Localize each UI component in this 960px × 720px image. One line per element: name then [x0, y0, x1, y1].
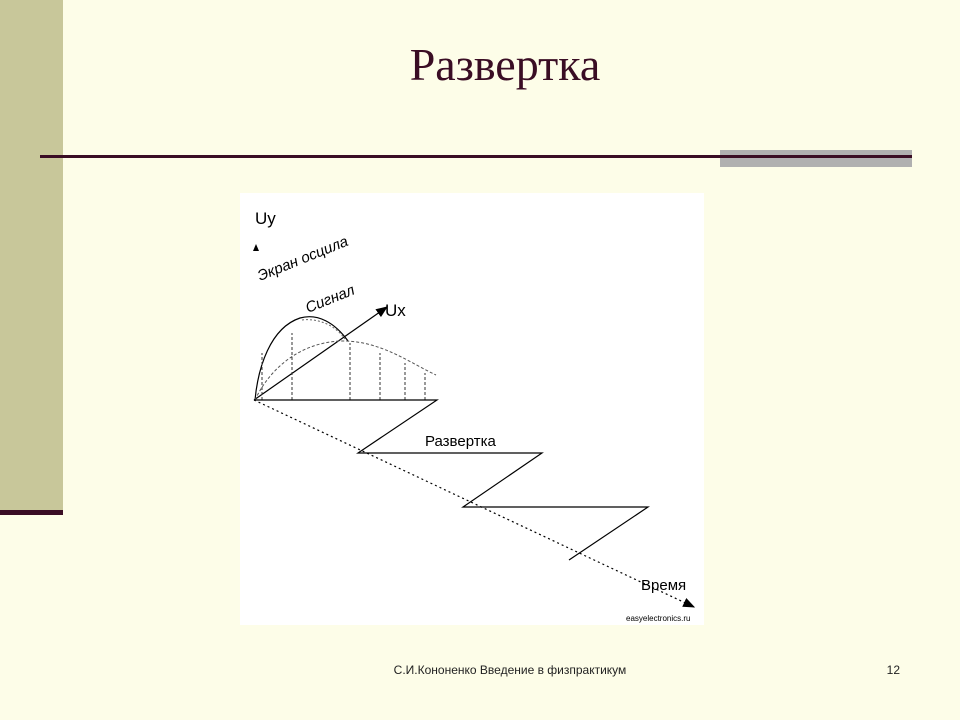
screen-label: Экран осцила: [255, 233, 351, 285]
slide-footer: С.И.Кононенко Введение в физпрактикум: [393, 663, 627, 677]
sweep-diagram: Uy Экран осцила Сигнал Ux Развертка Врем…: [240, 193, 704, 625]
sweep-sawtooth: [254, 399, 650, 561]
ux-label: Ux: [385, 301, 406, 320]
uy-label: Uy: [255, 209, 276, 228]
signal-projection: [254, 340, 437, 401]
time-axis: [253, 399, 696, 608]
sweep-label: Развертка: [425, 433, 496, 450]
signal-curve-shadow: [301, 319, 346, 340]
sidebar-band: [0, 0, 63, 512]
slide-title: Развертка: [409, 39, 601, 90]
title-rule: [40, 155, 912, 158]
uy-axis-arrow: [253, 244, 259, 251]
ux-axis: [253, 306, 388, 401]
title-rule-accent: [720, 150, 912, 167]
title-rule-accent-line: [720, 155, 912, 158]
page-number: 12: [886, 663, 900, 677]
projection-lines: [261, 333, 426, 400]
watermark: easyelectronics.ru: [626, 614, 690, 623]
signal-label: Сигнал: [303, 281, 358, 316]
signal-curve: [254, 316, 349, 401]
sweep-diagram-svg: Uy Экран осцила Сигнал Ux Развертка Врем…: [253, 209, 696, 623]
sidebar-band-base: [0, 510, 63, 515]
time-label: Время: [641, 577, 686, 594]
